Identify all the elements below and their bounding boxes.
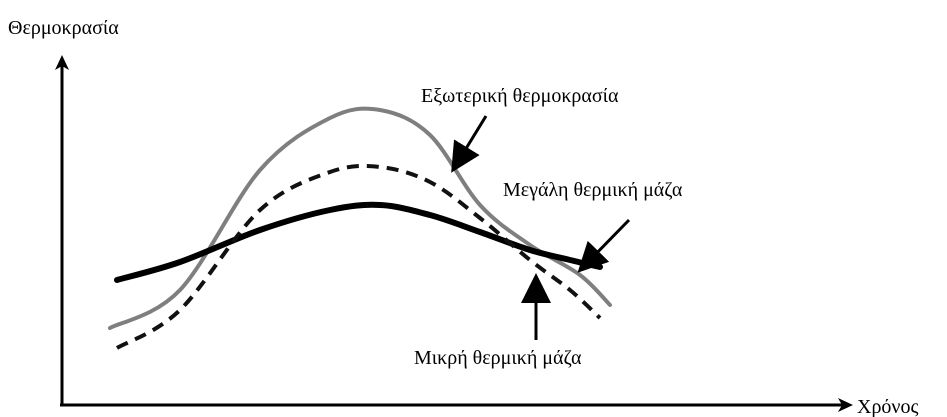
- annotation-external-temperature: Εξωτερική θερμοκρασία: [421, 85, 619, 107]
- annotation-small-thermal-mass: Μικρή θερμική μάζα: [414, 347, 582, 369]
- y-axis-label: Θερμοκρασία: [8, 17, 119, 39]
- x-axis-arrowhead: [838, 398, 853, 412]
- arrow-large-thermal-mass: [577, 218, 631, 273]
- y-axis-arrowhead: [55, 55, 69, 70]
- arrow-external-temperature: [451, 115, 488, 173]
- series-large-thermal-mass-line: [114, 201, 603, 283]
- x-axis-label: Χρόνος: [857, 396, 918, 417]
- annotation-large-thermal-mass: Μεγάλη θερμική μάζα: [503, 179, 683, 201]
- series-small-thermal-mass-line: [115, 163, 602, 350]
